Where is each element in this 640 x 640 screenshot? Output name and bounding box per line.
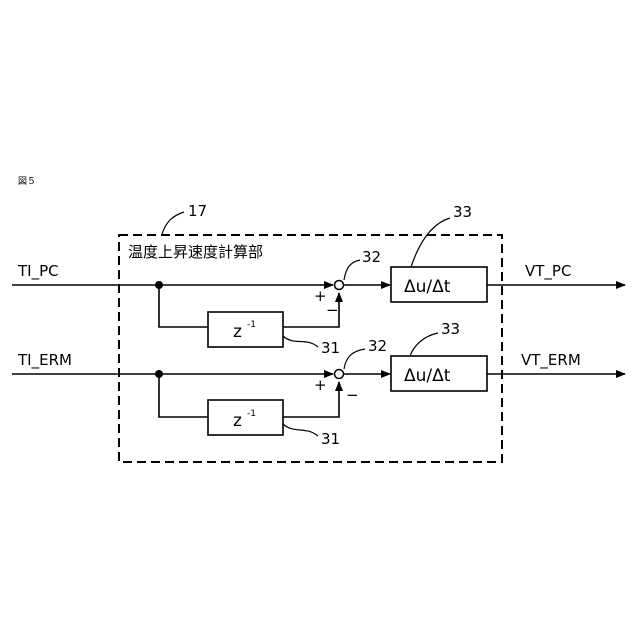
plus-sign-erm: + — [314, 376, 327, 394]
delay-ref-pc: 31 — [321, 339, 340, 357]
minus-sign-pc: − — [326, 301, 339, 319]
feedback-line-erm — [283, 382, 339, 417]
delay-block-pc — [208, 312, 283, 347]
block-ref-leader — [162, 212, 184, 234]
block-title: 温度上昇速度計算部 — [128, 243, 263, 261]
channel-erm: TI_ERM z -1 + − 32 Δu/Δt 33 VT_ERM 31 — [12, 320, 625, 448]
figure-label: 図５ — [18, 176, 36, 187]
channel-pc: TI_PC z -1 + − 32 Δu/Δt 33 VT_PC 31 — [12, 203, 625, 357]
plus-sign-pc: + — [314, 287, 327, 305]
delay-label-erm: z — [233, 411, 242, 431]
summing-junction-erm — [335, 370, 344, 379]
derivative-label-erm: Δu/Δt — [404, 366, 451, 386]
junction-ref-pc: 32 — [362, 248, 381, 266]
input-label-pc: TI_PC — [17, 262, 59, 281]
delay-leader-pc — [283, 336, 318, 347]
delay-block-erm — [208, 400, 283, 435]
output-label-erm: VT_ERM — [521, 351, 581, 370]
junction-ref-erm: 32 — [368, 337, 387, 355]
branch-line-pc — [159, 285, 208, 327]
derivative-ref-erm: 33 — [441, 320, 460, 338]
input-label-erm: TI_ERM — [17, 351, 72, 370]
delay-label-pc: z — [233, 322, 242, 342]
junction-leader-pc — [344, 260, 360, 280]
block-ref: 17 — [188, 202, 207, 220]
delay-exponent-erm: -1 — [247, 409, 256, 419]
delay-leader-erm — [283, 424, 318, 436]
derivative-ref-pc: 33 — [453, 203, 472, 221]
derivative-leader-pc — [411, 218, 450, 267]
junction-leader-erm — [344, 349, 365, 369]
minus-sign-erm: − — [346, 386, 359, 404]
delay-exponent-pc: -1 — [247, 320, 256, 330]
output-label-pc: VT_PC — [525, 262, 571, 281]
derivative-label-pc: Δu/Δt — [404, 277, 451, 297]
delay-ref-erm: 31 — [321, 430, 340, 448]
derivative-leader-erm — [410, 333, 438, 356]
summing-junction-pc — [335, 281, 344, 290]
branch-line-erm — [159, 374, 208, 417]
calculation-block-frame — [119, 235, 502, 462]
